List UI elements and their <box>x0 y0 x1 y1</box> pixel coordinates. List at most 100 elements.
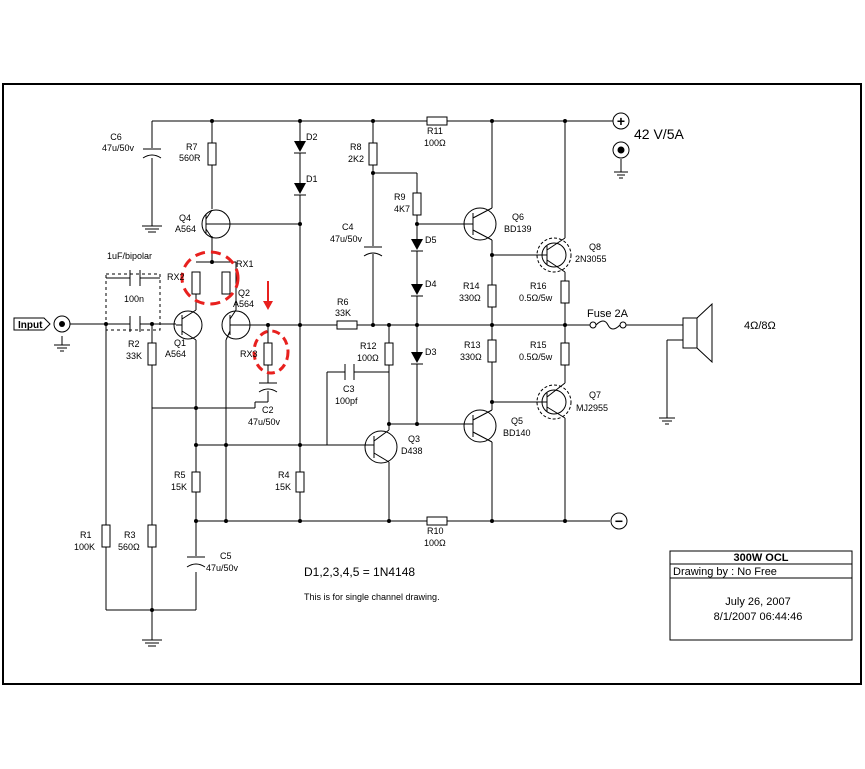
wires <box>61 120 683 640</box>
resistor-r10 <box>426 516 448 526</box>
label-cbp-val: 1uF/bipolar <box>107 251 152 261</box>
ground-speaker <box>659 417 675 425</box>
highlight-rx3 <box>252 329 290 375</box>
label-r13-val: 330Ω <box>460 352 482 362</box>
capacitor-100n <box>129 316 141 332</box>
label-c2-ref: C2 <box>262 405 274 415</box>
supply-terminals: + − 42 V/5A <box>610 112 684 530</box>
ground-input <box>54 344 70 352</box>
capacitor-c4 <box>363 246 383 257</box>
fuse-2a: Fuse 2A <box>587 308 629 330</box>
positive-sign: + <box>617 113 625 129</box>
label-q6-val: BD139 <box>504 224 532 234</box>
red-arrow-head <box>263 301 273 310</box>
label-r4-val: 15K <box>275 482 291 492</box>
title-block-title: 300W OCL <box>733 552 788 564</box>
label-rx3: RX3 <box>240 349 258 359</box>
capacitors <box>105 148 383 568</box>
label-r6-ref: R6 <box>337 297 349 307</box>
resistor-r2 <box>147 342 157 366</box>
transistor-q8 <box>536 237 572 273</box>
resistor-r11 <box>426 116 448 126</box>
label-r11-ref: R11 <box>427 126 443 136</box>
positive-terminal <box>612 112 630 130</box>
resistor-rx1 <box>221 271 231 295</box>
resistor-rx3 <box>263 342 273 366</box>
red-annotations <box>180 250 290 375</box>
capacitor-c5 <box>186 556 206 568</box>
negative-sign: − <box>615 513 623 529</box>
label-r1-val: 100K <box>74 542 95 552</box>
supply-label: 42 V/5A <box>634 126 684 142</box>
transistor-q5 <box>463 409 497 443</box>
label-r11-val: 100Ω <box>424 138 446 148</box>
label-r16-ref: R16 <box>530 281 547 291</box>
ground-bottom <box>142 639 162 647</box>
label-d3: D3 <box>425 347 437 357</box>
label-q3-val: D438 <box>401 446 423 456</box>
resistor-r3 <box>147 524 157 548</box>
title-block-author: Drawing by : No Free <box>673 566 777 578</box>
resistor-r16 <box>560 280 570 304</box>
label-q6-ref: Q6 <box>512 212 524 222</box>
label-r14-ref: R14 <box>463 281 480 291</box>
label-r8-val: 2K2 <box>348 154 364 164</box>
label-r15-ref: R15 <box>530 340 547 350</box>
label-c6-ref: C6 <box>110 132 122 142</box>
label-q2-val: A564 <box>233 299 254 309</box>
label-q8-val: 2N3055 <box>575 254 607 264</box>
transistor-q1 <box>173 309 203 341</box>
transistor-q4 <box>201 209 231 239</box>
label-c2-val: 47u/50v <box>248 417 281 427</box>
resistor-r4 <box>295 471 305 493</box>
resistor-r7 <box>207 142 217 166</box>
label-r14-val: 330Ω <box>459 293 481 303</box>
label-d1: D1 <box>306 174 318 184</box>
speaker-label: 4Ω/8Ω <box>744 320 776 332</box>
capacitor-c3 <box>344 364 355 380</box>
resistor-r15 <box>560 342 570 366</box>
title-block: 300W OCL Drawing by : No Free July 26, 2… <box>669 550 853 641</box>
label-q1-ref: Q1 <box>174 338 186 348</box>
label-r7-ref: R7 <box>186 142 198 152</box>
negative-terminal <box>610 512 628 530</box>
ground-c6 <box>142 225 162 233</box>
label-r13-ref: R13 <box>464 340 481 350</box>
label-r2-ref: R2 <box>128 339 140 349</box>
label-c4-val: 47u/50v <box>330 234 363 244</box>
label-d2: D2 <box>306 132 318 142</box>
capacitor-c2 <box>258 382 278 393</box>
label-r10-val: 100Ω <box>424 538 446 548</box>
label-c5-val: 47u/50v <box>206 563 239 573</box>
label-q7-ref: Q7 <box>589 390 601 400</box>
label-r5-ref: R5 <box>174 470 186 480</box>
label-rx2: RX2 <box>167 272 185 282</box>
resistor-r12 <box>384 342 394 366</box>
label-r9-ref: R9 <box>394 192 406 202</box>
resistor-r1 <box>101 524 111 548</box>
title-block-date2: 8/1/2007 06:44:46 <box>714 611 803 623</box>
label-r8-ref: R8 <box>350 142 362 152</box>
transistor-q3 <box>364 424 398 464</box>
diode-d4 <box>411 284 423 297</box>
transistors <box>173 207 572 464</box>
label-q2-ref: Q2 <box>238 288 250 298</box>
label-q1-val: A564 <box>165 349 186 359</box>
label-r15-val: 0.5Ω/5w <box>519 352 553 362</box>
capacitor-c6 <box>142 148 162 159</box>
label-c3-ref: C3 <box>343 384 355 394</box>
drawing-frame <box>2 83 862 685</box>
label-r3-val: 560Ω <box>118 542 140 552</box>
diode-d3 <box>411 352 423 365</box>
label-q4-ref: Q4 <box>179 213 191 223</box>
label-c4-ref: C4 <box>342 222 354 232</box>
resistor-r5 <box>191 471 201 493</box>
label-c3-val: 100pf <box>335 396 358 406</box>
label-d4: D4 <box>425 279 437 289</box>
label-r3-ref: R3 <box>124 530 136 540</box>
label-q5-val: BD140 <box>503 428 531 438</box>
label-c6-val: 47u/50v <box>102 143 135 153</box>
label-r10-ref: R10 <box>427 526 444 536</box>
label-q8-ref: Q8 <box>589 242 601 252</box>
resistor-rx2 <box>191 271 201 295</box>
